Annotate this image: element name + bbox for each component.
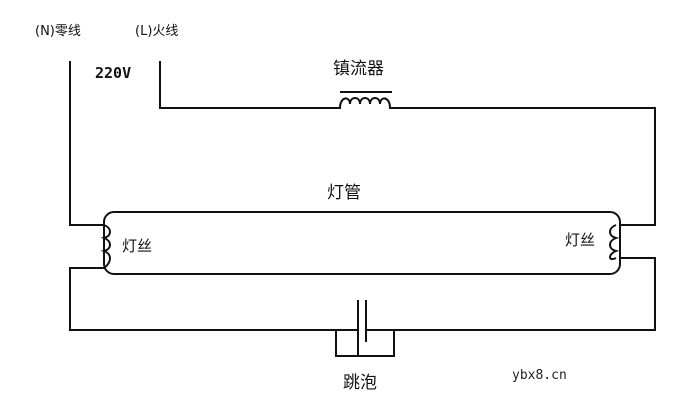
tube-body — [103, 211, 621, 275]
voltage-label: 220V — [95, 64, 132, 82]
filament-left-coil — [100, 224, 111, 269]
neutral-wire — [69, 61, 105, 226]
neutral-label: (N)零线 — [35, 24, 81, 39]
starter-loop-wire — [69, 267, 356, 331]
starter-label: 跳泡 — [343, 373, 377, 393]
starter-symbol — [335, 300, 395, 357]
ballast-coil — [339, 91, 392, 109]
tube-label: 灯管 — [327, 183, 361, 203]
filament-right-coil — [609, 224, 620, 261]
ballast-output-wire — [389, 107, 656, 226]
watermark: ybx8.cn — [512, 368, 567, 383]
live-wire — [159, 61, 341, 109]
live-label: (L)火线 — [135, 24, 179, 39]
ballast-label: 镇流器 — [333, 59, 384, 79]
filament-left-label: 灯丝 — [122, 237, 153, 255]
starter-loop-wire-right — [371, 257, 656, 331]
filament-right-label: 灯丝 — [565, 231, 596, 249]
